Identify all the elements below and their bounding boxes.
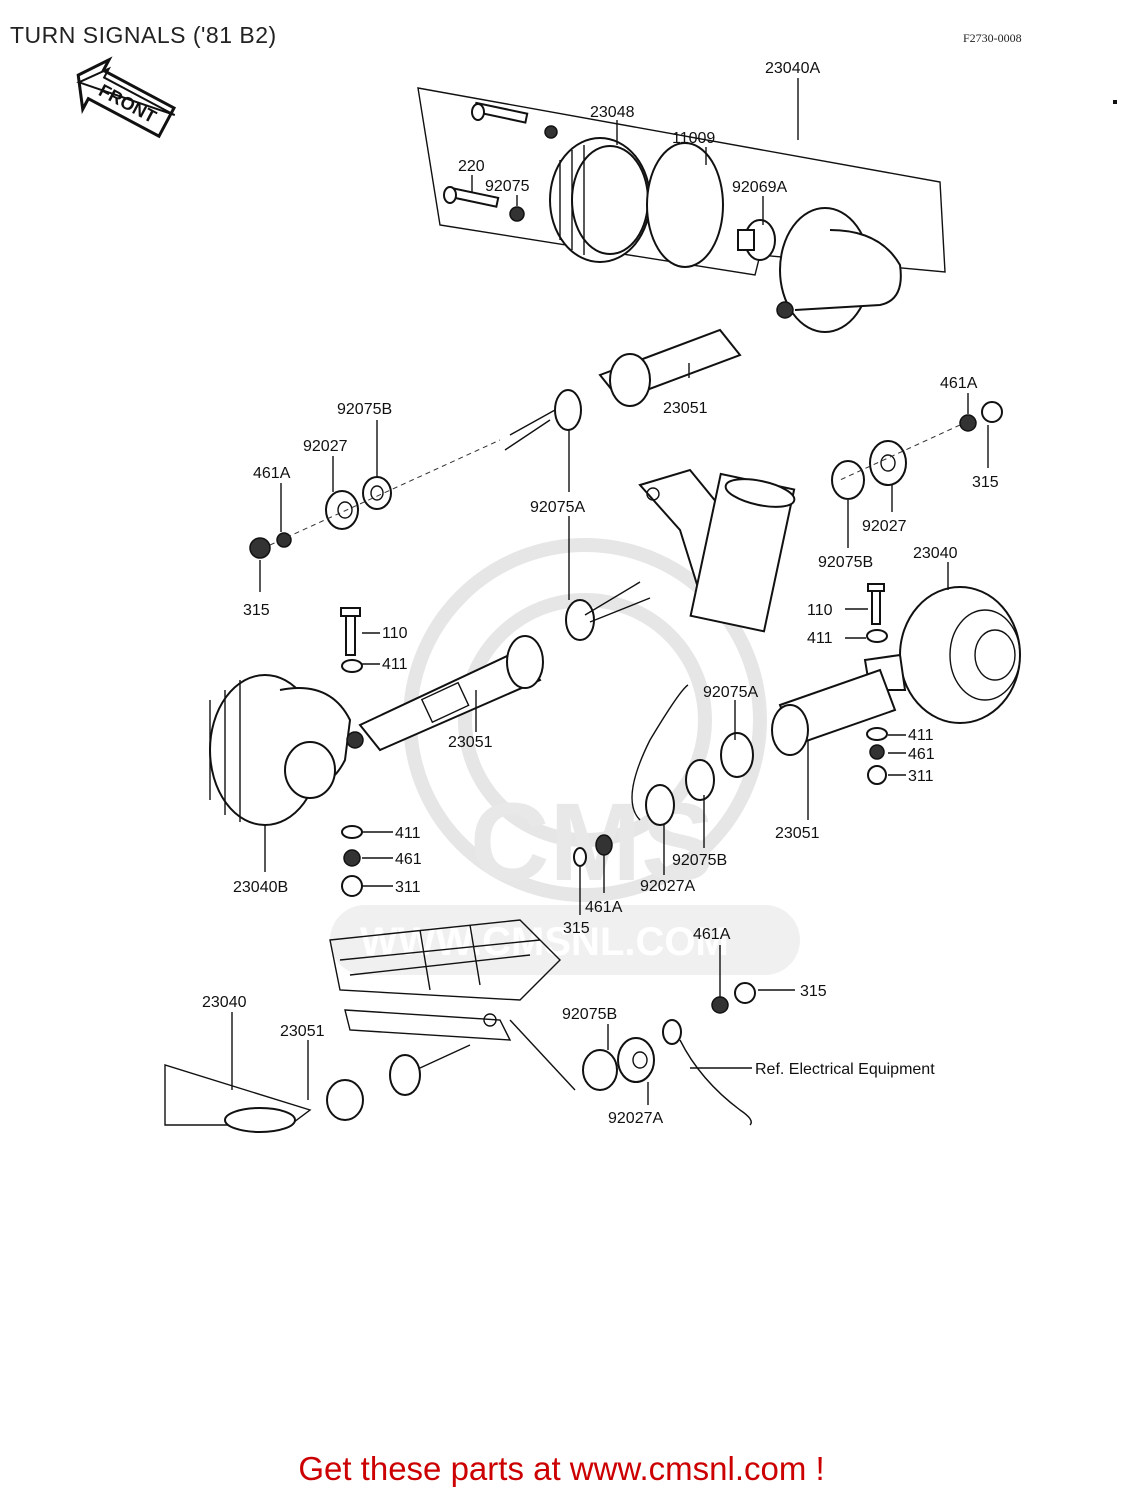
washer-92027-right [869, 440, 907, 486]
washer-411-right-bottom [866, 727, 888, 741]
lockwasher-461-right [869, 744, 885, 760]
lockwasher-461A-right [959, 414, 977, 432]
label-92075B-r: 92075B [818, 554, 873, 571]
washer-92075B-right [831, 460, 865, 500]
housing-23040A [776, 207, 902, 333]
nut-315-bottom [734, 982, 756, 1004]
frame-section [329, 919, 561, 1041]
lockwasher-461A-left [276, 532, 292, 548]
label-461A-b: 461A [693, 926, 731, 943]
washer-92075B-left [362, 476, 392, 510]
housing-23040B [209, 674, 364, 826]
label-311-r: 311 [908, 768, 934, 785]
screw-220 [443, 186, 500, 208]
washer-411-left-bottom [341, 825, 363, 839]
label-315-b: 315 [800, 983, 827, 1000]
label-92075A-r: 92075A [703, 684, 758, 701]
part-labels: 23040A 23048 11009 220 92075 92069A 2305… [202, 60, 999, 1127]
nut-92075 [509, 206, 525, 222]
label-23048: 23048 [590, 104, 635, 121]
gasket-11009 [646, 142, 724, 268]
label-315-m: 315 [563, 920, 590, 937]
label-461A-r1: 461A [940, 375, 978, 392]
label-220: 220 [458, 158, 485, 175]
label-92075: 92075 [485, 178, 530, 195]
mounting-bracket [638, 468, 796, 633]
washer-411-right-top [866, 629, 888, 643]
label-92075A-c: 92075A [530, 499, 585, 516]
stray-mark [1113, 100, 1117, 104]
label-411-r1: 411 [807, 630, 833, 647]
label-92069A: 92069A [732, 179, 787, 196]
housing-23040-right [863, 586, 1021, 724]
nut-311-right [867, 765, 887, 785]
label-315-r1: 315 [972, 474, 999, 491]
label-23040B: 23040B [233, 879, 288, 896]
label-311-l: 311 [395, 879, 421, 896]
label-23040A: 23040A [765, 60, 820, 77]
label-92027-l: 92027 [303, 438, 348, 455]
label-461A-l: 461A [253, 465, 291, 482]
label-92027A-m: 92027A [640, 878, 695, 895]
bulb-92069A [737, 219, 776, 261]
stem-23051-top [504, 328, 742, 451]
bolt-110-right [867, 583, 885, 625]
label-92075B-m: 92075B [672, 852, 727, 869]
stem-23051-mid [358, 581, 651, 752]
exploded-parts-diagram: CMS WWW.CMSNL.COM FRONT [76, 56, 1117, 1133]
label-461-r: 461 [908, 746, 935, 763]
label-92075B-l: 92075B [337, 401, 392, 418]
label-23051-r: 23051 [775, 825, 820, 842]
label-411-l1: 411 [382, 656, 408, 673]
washer-411-left-top [341, 659, 363, 673]
label-110-l: 110 [382, 625, 408, 642]
lockwasher-461A-bottom [711, 996, 729, 1014]
nut-92075-top [544, 125, 558, 139]
label-110-r: 110 [807, 602, 833, 619]
watermark-url: WWW.CMSNL.COM [360, 920, 729, 964]
label-23051-top: 23051 [663, 400, 708, 417]
label-ref-electrical: Ref. Electrical Equipment [755, 1061, 935, 1078]
stem-23051-bottom [224, 1044, 471, 1133]
label-461-l: 461 [395, 851, 422, 868]
label-92075B-b: 92075B [562, 1006, 617, 1023]
label-411-l2: 411 [395, 825, 421, 842]
washer-92027-left [325, 490, 359, 530]
diagram-code: F2730-0008 [963, 31, 1022, 45]
label-23040-b: 23040 [202, 994, 247, 1011]
label-461A-m: 461A [585, 899, 623, 916]
nut-315-left [249, 537, 271, 559]
label-92027-r: 92027 [862, 518, 907, 535]
footer-link-text[interactable]: Get these parts at www.cmsnl.com ! [298, 1450, 825, 1487]
front-arrow-icon: FRONT [76, 56, 177, 139]
terminal-ring [662, 1019, 752, 1126]
label-23051-b: 23051 [280, 1023, 325, 1040]
screw-220-top [471, 101, 529, 124]
stem-23051-right [573, 668, 897, 867]
lockwasher-461-left [343, 849, 361, 867]
label-23040-r: 23040 [913, 545, 958, 562]
bolt-110-left [340, 607, 361, 656]
leader-lines [231, 78, 989, 1105]
label-23051-mid: 23051 [448, 734, 493, 751]
lens-23048 [549, 137, 651, 263]
washer-92075B-bottom [582, 1049, 618, 1091]
nut-315-right [981, 401, 1003, 423]
washer-92027A-bottom [617, 1037, 655, 1083]
label-92027A-b: 92027A [608, 1110, 663, 1127]
nut-311-left [341, 875, 363, 897]
page-title: TURN SIGNALS ('81 B2) [10, 22, 277, 48]
label-411-r2: 411 [908, 727, 934, 744]
label-11009: 11009 [672, 130, 715, 147]
label-315-l: 315 [243, 602, 270, 619]
